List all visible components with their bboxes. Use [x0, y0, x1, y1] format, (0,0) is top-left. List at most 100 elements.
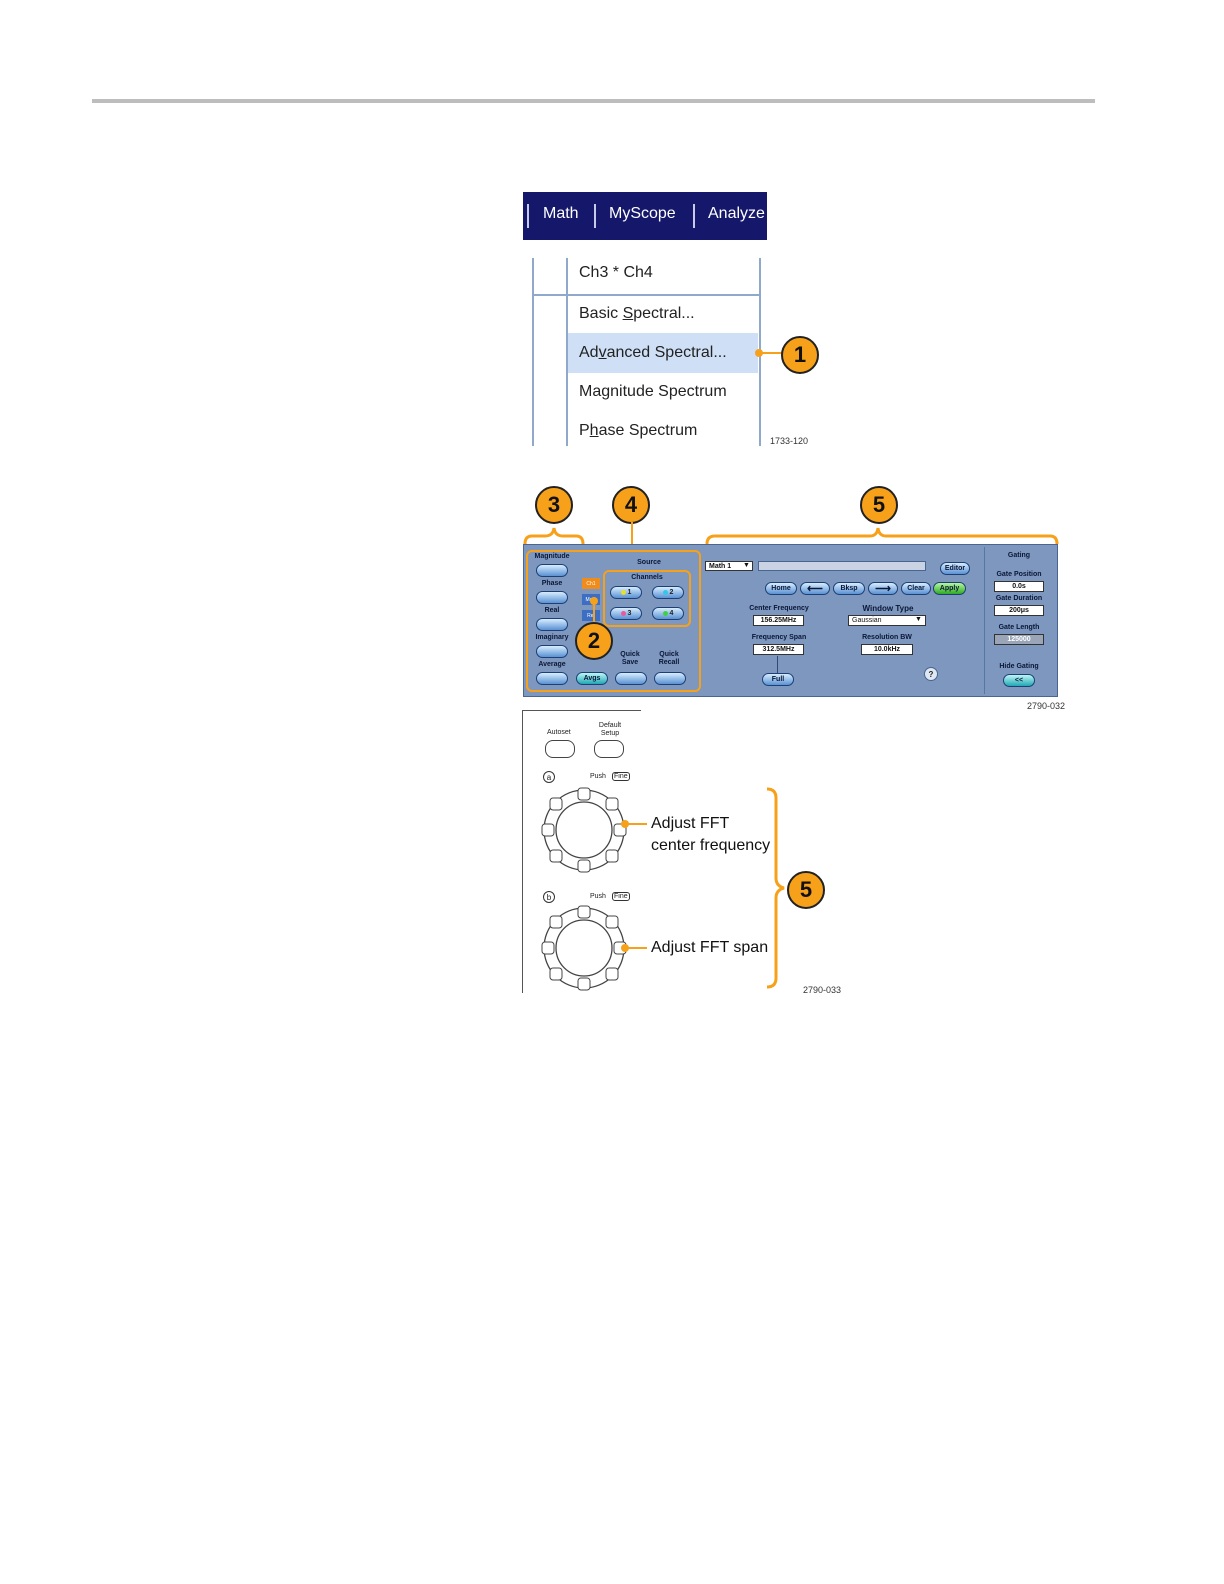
knob-a[interactable]	[538, 786, 634, 882]
window-type-value: Gaussian	[852, 617, 882, 624]
channel-4-button[interactable]: 4	[652, 607, 684, 620]
channel-3-button[interactable]: 3	[610, 607, 642, 620]
callout-leader	[627, 823, 647, 825]
annotation-center-frequency-line1: Adjust FFT	[651, 815, 730, 832]
callout-2: 2	[575, 622, 613, 660]
menu-item-advanced-spectral[interactable]: Advanced Spectral...	[579, 344, 727, 362]
menu-item-basic-spectral[interactable]: Basic Spectral...	[579, 305, 695, 323]
window-type-label: Window Type	[862, 604, 914, 613]
knob-b-badge: b	[543, 891, 555, 903]
left-arrow-icon: ⟵	[807, 583, 823, 595]
source-ch1-button[interactable]: Ch1	[582, 578, 600, 589]
channel-1-dot	[620, 590, 626, 595]
quick-recall-button[interactable]	[654, 672, 686, 685]
magnitude-button[interactable]	[536, 564, 568, 577]
menu-item-mnemonic: h	[589, 422, 599, 439]
channel-4-dot	[662, 611, 668, 616]
callout-5: 5	[860, 486, 898, 524]
default-setup-label: Default Setup	[598, 722, 622, 737]
figure-id: 2790-033	[803, 985, 842, 995]
figure-border	[523, 710, 641, 711]
figure-id: 1733-120	[770, 436, 809, 446]
quick-save-button[interactable]	[615, 672, 647, 685]
math-expression-field[interactable]	[758, 561, 926, 571]
menu-item-text: Basic	[579, 305, 623, 322]
gate-position-field[interactable]: 0.0s	[994, 581, 1044, 592]
menu-item-text: pectral...	[633, 305, 695, 322]
callout-leader	[593, 600, 595, 626]
resolution-bw-field[interactable]: 10.0kHz	[861, 644, 913, 655]
source-label: Source	[637, 559, 661, 566]
home-button[interactable]: Home	[765, 582, 797, 595]
source-ref-button[interactable]: Ref	[582, 610, 600, 621]
quick-save-label: Quick Save	[620, 651, 640, 666]
quick-recall-label: Quick Recall	[658, 651, 680, 666]
callout-anchor-dot	[590, 597, 598, 605]
figure-id: 2790-032	[1027, 701, 1066, 711]
autoset-label: Autoset	[547, 729, 571, 736]
menu-separator	[527, 204, 529, 228]
channel-1-button[interactable]: 1	[610, 586, 642, 599]
gate-length-label: Gate Length	[998, 624, 1040, 631]
editor-button[interactable]: Editor	[940, 562, 970, 575]
menu-bar: Math MyScope Analyze	[523, 192, 767, 240]
menu-math[interactable]: Math	[543, 205, 579, 222]
dropdown-arrow-icon: ▼	[915, 616, 922, 623]
avgs-button[interactable]: Avgs	[576, 672, 608, 685]
callout-anchor-dot	[621, 944, 629, 952]
channel-2-button[interactable]: 2	[652, 586, 684, 599]
channel-1-label: 1	[627, 589, 632, 596]
full-button[interactable]: Full	[762, 673, 794, 686]
bksp-button[interactable]: Bksp	[833, 582, 865, 595]
center-frequency-field[interactable]: 156.25MHz	[753, 615, 804, 626]
menu-separator	[594, 204, 596, 228]
knob-b[interactable]	[538, 904, 634, 994]
right-arrow-icon: ⟶	[875, 583, 891, 595]
callout-leader	[631, 522, 633, 558]
full-button-connector	[777, 656, 778, 674]
average-label: Average	[538, 661, 566, 668]
menu-item-magnitude-spectrum[interactable]: Magnitude Spectrum	[579, 383, 727, 401]
menu-item-mnemonic: v	[598, 344, 607, 361]
menu-analyze[interactable]: Analyze	[708, 205, 765, 222]
imaginary-button[interactable]	[536, 645, 568, 658]
resolution-bw-label: Resolution BW	[862, 634, 912, 641]
menu-highlight	[568, 333, 758, 373]
menu-separator	[693, 204, 695, 228]
default-setup-button[interactable]	[594, 740, 624, 758]
menu-item-text: Ma	[579, 383, 602, 400]
menu-item-text: anced Spectral...	[606, 344, 727, 361]
average-button[interactable]	[536, 672, 568, 685]
channel-3-label: 3	[627, 610, 632, 617]
help-icon[interactable]: ?	[924, 667, 938, 681]
callout-3: 3	[535, 486, 573, 524]
right-arrow-button[interactable]: ⟶	[868, 582, 898, 595]
menu-item-mnemonic: g	[601, 383, 611, 400]
annotation-fft-span: Adjust FFT span	[651, 939, 769, 956]
channel-3-dot	[620, 611, 626, 616]
left-arrow-button[interactable]: ⟵	[800, 582, 830, 595]
channel-4-label: 4	[669, 610, 674, 617]
gating-divider	[984, 547, 985, 694]
menu-myscope[interactable]: MyScope	[609, 205, 676, 222]
imaginary-label: Imaginary	[535, 634, 569, 641]
real-button[interactable]	[536, 618, 568, 631]
menu-item-ch3-ch4[interactable]: Ch3 * Ch4	[579, 264, 653, 282]
gating-title: Gating	[1007, 552, 1031, 559]
phase-button[interactable]	[536, 591, 568, 604]
bracket-lines	[523, 527, 1059, 545]
menu-divider	[534, 294, 760, 296]
frequency-span-field[interactable]: 312.5MHz	[753, 644, 804, 655]
clear-button[interactable]: Clear	[901, 582, 931, 595]
window-type-select[interactable]: Gaussian	[848, 615, 926, 626]
hide-gating-button[interactable]: <<	[1003, 674, 1035, 687]
callout-4: 4	[612, 486, 650, 524]
math-select[interactable]: Math 1	[705, 561, 753, 571]
menu-item-text: P	[579, 422, 590, 439]
autoset-button[interactable]	[545, 740, 575, 758]
gate-duration-field[interactable]: 200μs	[994, 605, 1044, 616]
math-dropdown-menu: Ch3 * Ch4 Basic Spectral... Advanced Spe…	[528, 258, 764, 446]
menu-item-phase-spectrum[interactable]: Phase Spectrum	[579, 422, 697, 440]
apply-button[interactable]: Apply	[933, 582, 966, 595]
magnitude-label: Magnitude	[534, 553, 570, 560]
